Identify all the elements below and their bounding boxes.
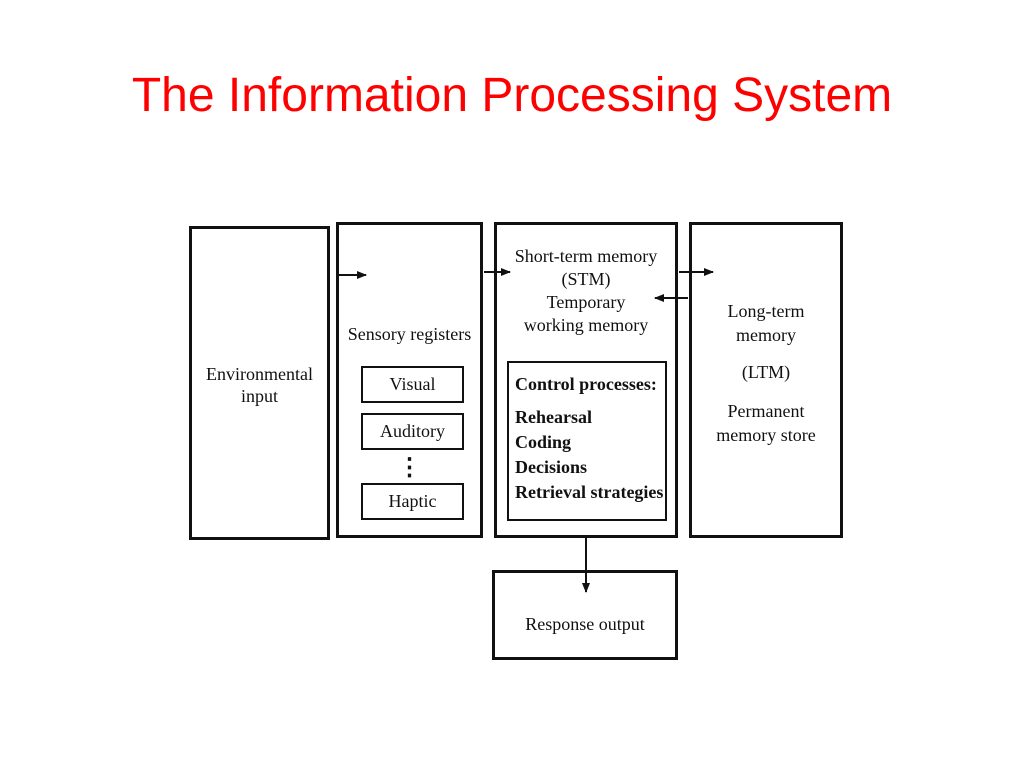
sensory-registers-box: Sensory registers Visual Auditory ⋮ Hapt… bbox=[336, 222, 483, 538]
ltm-label-4: Permanent bbox=[727, 401, 805, 421]
register-haptic: Haptic bbox=[361, 483, 464, 520]
control-item-rehearsal: Rehearsal bbox=[515, 407, 592, 427]
stm-label-2: (STM) bbox=[561, 269, 611, 289]
control-processes-box: Control processes: Rehearsal Coding Deci… bbox=[507, 361, 667, 521]
register-visual: Visual bbox=[361, 366, 464, 403]
environmental-input-label-1: Environmental bbox=[206, 364, 313, 384]
ellipsis-icon: ⋮ bbox=[397, 455, 422, 481]
ltm-label-3: (LTM) bbox=[741, 362, 791, 382]
register-auditory: Auditory bbox=[361, 413, 464, 450]
control-processes-heading: Control processes: bbox=[515, 374, 657, 394]
ltm-label-1: Long-term bbox=[727, 301, 805, 321]
stm-label-1: Short-term memory bbox=[514, 246, 658, 266]
long-term-memory-box: Long-term memory (LTM) Permanent memory … bbox=[689, 222, 843, 538]
stm-label-4: working memory bbox=[523, 315, 649, 335]
control-item-retrieval: Retrieval strategies bbox=[515, 482, 664, 502]
ltm-label-2: memory bbox=[736, 325, 796, 345]
environmental-input-box: Environmental input bbox=[189, 226, 330, 540]
environmental-input-label-2: input bbox=[240, 386, 278, 406]
ltm-label-5: memory store bbox=[716, 425, 816, 445]
control-item-coding: Coding bbox=[515, 432, 572, 452]
response-output-label: Response output bbox=[525, 614, 645, 634]
control-item-decisions: Decisions bbox=[515, 457, 587, 477]
slide-title: The Information Processing System bbox=[131, 69, 893, 122]
sensory-registers-label: Sensory registers bbox=[347, 324, 472, 344]
stm-label-3: Temporary bbox=[546, 292, 626, 312]
short-term-memory-box: Short-term memory (STM) Temporary workin… bbox=[494, 222, 678, 538]
